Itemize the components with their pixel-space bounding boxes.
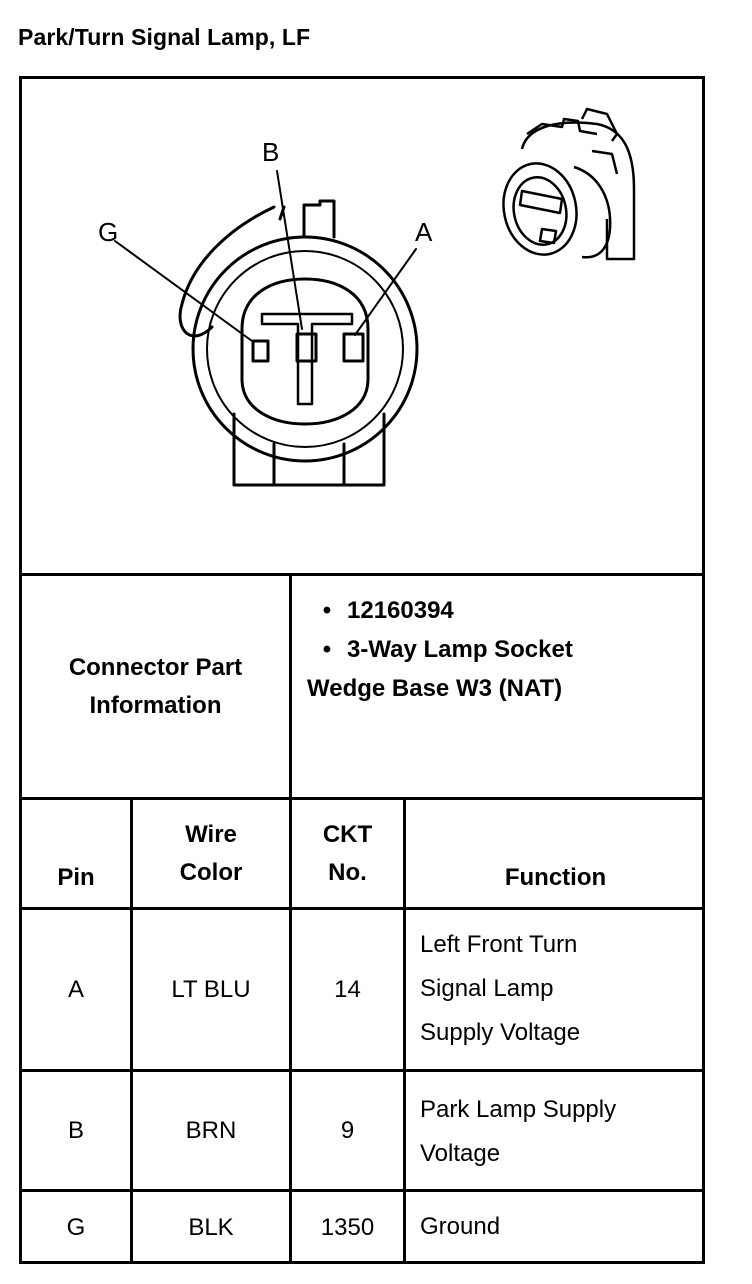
pin-label-g: G	[98, 217, 118, 247]
connector-table: B G A Connector Part Information •121603…	[19, 76, 705, 1264]
divider	[22, 797, 702, 800]
socket-opening	[240, 277, 370, 426]
list-item: •3-Way Lamp Socket	[307, 630, 573, 669]
part-number: 12160394	[347, 597, 454, 624]
socket-isometric-view	[502, 107, 636, 261]
connector-diagram: B G A	[98, 107, 636, 487]
divider	[130, 797, 133, 1263]
pin-label-a: A	[415, 217, 433, 247]
socket-outer-ring	[191, 235, 419, 463]
list-item: Wedge Base W3 (NAT)	[307, 669, 573, 708]
cell-ckt: 14	[334, 975, 361, 1003]
cell-wire-color: BRN	[185, 1116, 237, 1144]
connector-description: 3-Way Lamp Socket	[347, 636, 573, 663]
cell-ckt: 1350	[320, 1213, 375, 1241]
cell-pin: G	[66, 1213, 86, 1241]
leader-g	[114, 240, 253, 342]
header-pin: Pin	[57, 864, 95, 891]
divider	[22, 907, 702, 910]
connector-info-label-line: Connector Part	[68, 653, 243, 681]
cell-wire-color: BLK	[188, 1213, 234, 1241]
locking-tab	[302, 199, 336, 239]
page-title: Park/Turn Signal Lamp, LF	[18, 24, 311, 50]
header-wire-color: Wire Color	[179, 820, 243, 886]
pin-label-b: B	[262, 137, 279, 167]
divider	[22, 573, 702, 576]
divider	[22, 1189, 702, 1192]
socket-body	[232, 412, 386, 487]
contact-a	[342, 332, 365, 363]
side-latch	[178, 205, 276, 338]
cell-ckt: 9	[340, 1116, 355, 1144]
contact-g	[251, 339, 270, 363]
connector-info-values: •12160394 •3-Way Lamp Socket Wedge Base …	[307, 591, 573, 708]
header-ckt-no: CKT No.	[322, 820, 373, 886]
leader-b	[276, 170, 303, 330]
connector-base: Wedge Base W3 (NAT)	[307, 675, 563, 702]
header-function: Function	[504, 864, 607, 891]
divider	[22, 1069, 702, 1072]
cell-pin: B	[67, 1116, 84, 1144]
leader-a	[354, 248, 417, 336]
cell-pin: A	[67, 975, 84, 1003]
cell-function: Ground	[420, 1213, 501, 1240]
cell-wire-color: LT BLU	[171, 975, 251, 1003]
connector-info-label: Connector Part Information	[22, 576, 289, 797]
divider	[403, 797, 406, 1263]
contact-b	[295, 332, 318, 363]
cell-function: Left Front Turn Signal Lamp Supply Volta…	[420, 931, 581, 1046]
divider	[289, 573, 292, 1263]
connector-info-label-line: Information	[89, 691, 222, 719]
cell-function: Park Lamp Supply Voltage	[420, 1096, 617, 1167]
list-item: •12160394	[307, 591, 573, 630]
